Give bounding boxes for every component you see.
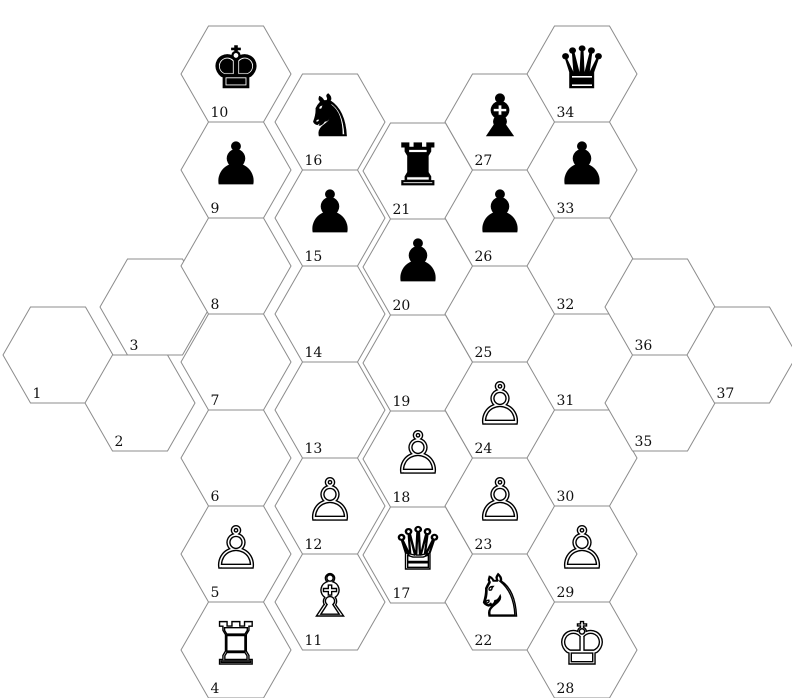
hex-cell-11[interactable]: 11 ♗: [275, 554, 385, 650]
cell-number-label: 29: [557, 585, 575, 601]
cell-number-label: 32: [557, 297, 575, 313]
cell-number-label: 28: [557, 681, 575, 697]
cell-number-label: 11: [305, 633, 323, 649]
cell-number-label: 24: [475, 441, 493, 457]
cell-number-label: 34: [557, 105, 575, 121]
cell-number-label: 21: [393, 202, 411, 218]
cell-number-label: 37: [717, 386, 735, 402]
cell-number-label: 33: [557, 201, 575, 217]
cell-number-label: 12: [305, 537, 323, 553]
cell-number-label: 3: [130, 338, 139, 354]
cell-number-label: 16: [305, 153, 323, 169]
cell-number-label: 9: [211, 201, 220, 217]
black-pawn-icon[interactable]: ♟: [556, 130, 608, 198]
black-queen-icon[interactable]: ♛: [556, 34, 608, 102]
cell-number-label: 36: [635, 338, 653, 354]
cell-number-label: 17: [393, 586, 411, 602]
black-bishop-icon[interactable]: ♝: [474, 82, 526, 150]
hex-cell-15[interactable]: 15 ♟: [275, 170, 385, 266]
white-pawn-icon[interactable]: ♙: [556, 514, 608, 582]
black-pawn-icon[interactable]: ♟: [474, 178, 526, 246]
cell-number-label: 13: [305, 441, 323, 457]
hex-cell-5[interactable]: 5♙: [181, 506, 291, 602]
cell-number-label: 22: [475, 633, 493, 649]
white-pawn-icon[interactable]: ♙: [474, 466, 526, 534]
black-pawn-icon[interactable]: ♟: [210, 130, 262, 198]
black-knight-icon[interactable]: ♞: [304, 82, 356, 150]
white-pawn-icon[interactable]: ♙: [304, 466, 356, 534]
hex-cell-outline: [181, 410, 291, 506]
cell-number-label: 2: [115, 434, 124, 450]
cell-number-label: 14: [305, 345, 323, 361]
cell-number-label: 19: [393, 394, 411, 410]
hex-cell-outline: [275, 362, 385, 458]
hex-cell-9[interactable]: 9♟: [181, 122, 291, 218]
white-knight-icon[interactable]: ♘: [474, 562, 526, 630]
cell-number-label: 4: [211, 681, 220, 697]
white-bishop-icon[interactable]: ♗: [304, 562, 356, 630]
hex-cell-6[interactable]: 6: [181, 410, 291, 506]
cell-number-label: 18: [393, 490, 411, 506]
hex-cell-12[interactable]: 12 ♙: [275, 458, 385, 554]
white-queen-icon[interactable]: ♕: [392, 515, 444, 583]
cell-number-label: 10: [211, 105, 229, 121]
cell-number-label: 26: [475, 249, 493, 265]
cell-number-label: 20: [393, 298, 411, 314]
cell-number-label: 30: [557, 489, 575, 505]
hex-cell-13[interactable]: 13: [275, 362, 385, 458]
black-king-icon[interactable]: ♚: [210, 34, 262, 102]
hex-cell-4[interactable]: 4♖: [181, 602, 291, 698]
cell-number-label: 31: [557, 393, 575, 409]
cell-number-label: 27: [475, 153, 493, 169]
cell-number-label: 5: [211, 585, 220, 601]
cell-number-label: 25: [475, 345, 493, 361]
black-pawn-icon[interactable]: ♟: [304, 178, 356, 246]
cell-number-label: 1: [33, 386, 42, 402]
hex-cell-outline: [275, 266, 385, 362]
cell-number-label: 7: [211, 393, 220, 409]
hex-cell-16[interactable]: 16 ♞: [275, 74, 385, 170]
hex-cell-10[interactable]: 10 ♚: [181, 26, 291, 122]
white-pawn-icon[interactable]: ♙: [392, 419, 444, 487]
hex-cell-14[interactable]: 14: [275, 266, 385, 362]
black-pawn-icon[interactable]: ♟: [392, 227, 444, 295]
cell-number-label: 8: [211, 297, 220, 313]
cell-number-label: 15: [305, 249, 323, 265]
cell-number-label: 35: [635, 434, 653, 450]
black-rook-icon[interactable]: ♜: [392, 131, 444, 199]
cell-number-label: 6: [211, 489, 220, 505]
white-pawn-icon[interactable]: ♙: [474, 370, 526, 438]
white-king-icon[interactable]: ♔: [556, 610, 608, 678]
cell-number-label: 23: [475, 537, 493, 553]
white-pawn-icon[interactable]: ♙: [210, 514, 262, 582]
white-rook-icon[interactable]: ♖: [210, 610, 262, 678]
